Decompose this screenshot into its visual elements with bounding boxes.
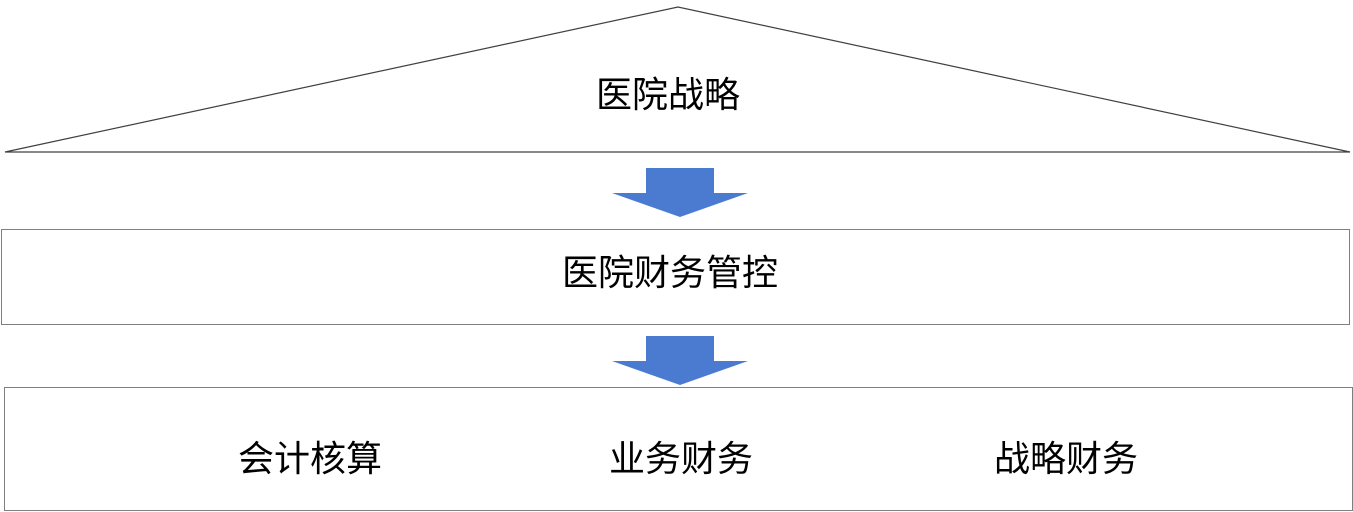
hospital-strategy-label: 医院战略 [595, 75, 741, 116]
accounting-label: 会计核算 [237, 439, 383, 480]
down-arrow-icon [612, 168, 748, 217]
financial-control-label: 医院财务管控 [561, 253, 779, 294]
strategic-finance-label: 战略财务 [993, 439, 1139, 480]
business-finance-label: 业务财务 [608, 439, 754, 480]
down-arrow-icon [612, 336, 748, 385]
financial-control-box [1, 229, 1350, 325]
finance-functions-box [4, 387, 1353, 511]
roof-triangle [4, 6, 1351, 153]
